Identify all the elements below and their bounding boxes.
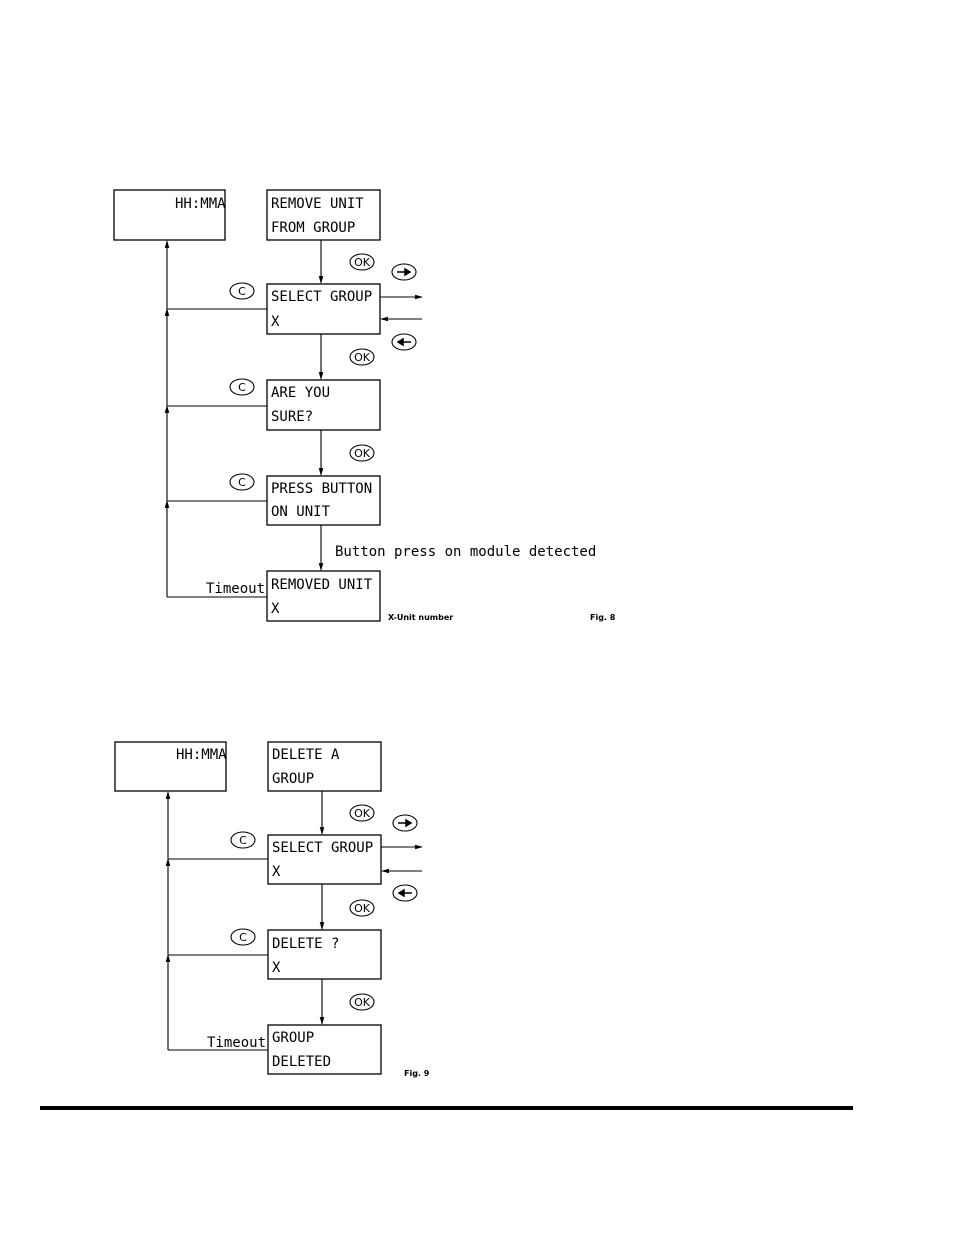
svg-text:OK: OK [354,807,371,820]
svg-text:SURE?: SURE? [271,409,313,425]
svg-text:DELETED: DELETED [272,1054,331,1070]
svg-text:C: C [238,476,246,489]
cancel-key-icon: C [230,283,254,299]
ok-key-icon: OK [350,900,374,916]
fig9-group-deleted-screen: GROUP DELETED [268,1025,381,1074]
cancel-key-icon: C [230,379,254,395]
svg-text:OK: OK [354,902,371,915]
svg-text:HH:MMA: HH:MMA [176,747,227,763]
figure-8: HH:MMA REMOVE UNIT FROM GROUP SELECT GRO… [114,190,616,622]
svg-text:DELETE A: DELETE A [272,747,340,763]
right-arrow-key-icon [393,815,417,831]
fig8-select-group-screen: SELECT GROUP X [267,284,380,334]
svg-text:C: C [239,931,247,944]
fig8-button-press-label: Button press on module detected [335,544,596,560]
svg-text:X: X [272,960,281,976]
fig9-delete-confirm-screen: DELETE ? X [268,930,381,979]
left-arrow-key-icon [392,334,416,350]
svg-text:HH:MMA: HH:MMA [175,196,226,212]
svg-text:PRESS BUTTON: PRESS BUTTON [271,481,372,497]
fig8-x-note: X-Unit number [388,613,453,622]
svg-text:DELETE ?: DELETE ? [272,936,339,952]
svg-text:FROM GROUP: FROM GROUP [271,220,355,236]
fig8-caption: Fig. 8 [590,613,616,622]
fig9-delete-a-group-screen: DELETE A GROUP [268,742,381,791]
svg-text:C: C [238,381,246,394]
ok-key-icon: OK [350,254,374,270]
page-footer-rule [40,1106,853,1110]
fig8-removed-unit-screen: REMOVED UNIT X [267,571,380,621]
svg-text:ARE YOU: ARE YOU [271,385,330,401]
fig8-timeout-label: Timeout [206,581,265,597]
svg-text:SELECT GROUP: SELECT GROUP [272,840,373,856]
right-arrow-key-icon [392,264,416,280]
svg-text:GROUP: GROUP [272,771,314,787]
fig9-timeout-label: Timeout [207,1035,266,1051]
svg-text:REMOVE UNIT: REMOVE UNIT [271,196,364,212]
svg-text:X: X [271,601,280,617]
svg-text:X: X [272,864,281,880]
left-arrow-key-icon [393,885,417,901]
cancel-key-icon: C [231,929,255,945]
fig9-clock-screen: HH:MMA [115,742,227,791]
svg-text:ON UNIT: ON UNIT [271,504,331,520]
fig8-press-button-screen: PRESS BUTTON ON UNIT [267,476,380,525]
figure-9: HH:MMA DELETE A GROUP SELECT GROUP X DEL… [115,742,430,1078]
svg-text:GROUP: GROUP [272,1030,314,1046]
ok-key-icon: OK [350,349,374,365]
svg-text:OK: OK [354,256,371,269]
svg-text:OK: OK [354,447,371,460]
ok-key-icon: OK [350,994,374,1010]
svg-text:C: C [238,285,246,298]
svg-text:SELECT GROUP: SELECT GROUP [271,289,372,305]
svg-text:REMOVED UNIT: REMOVED UNIT [271,577,373,593]
fig8-clock-screen: HH:MMA [114,190,226,240]
cancel-key-icon: C [231,832,255,848]
ok-key-icon: OK [350,805,374,821]
svg-text:OK: OK [354,351,371,364]
svg-text:C: C [239,834,247,847]
fig9-caption: Fig. 9 [404,1069,430,1078]
fig8-remove-unit-screen: REMOVE UNIT FROM GROUP [267,190,380,240]
svg-text:X: X [271,314,280,330]
cancel-key-icon: C [230,474,254,490]
svg-text:OK: OK [354,996,371,1009]
fig8-are-you-sure-screen: ARE YOU SURE? [267,380,380,430]
fig9-select-group-screen: SELECT GROUP X [268,835,381,884]
ok-key-icon: OK [350,445,374,461]
